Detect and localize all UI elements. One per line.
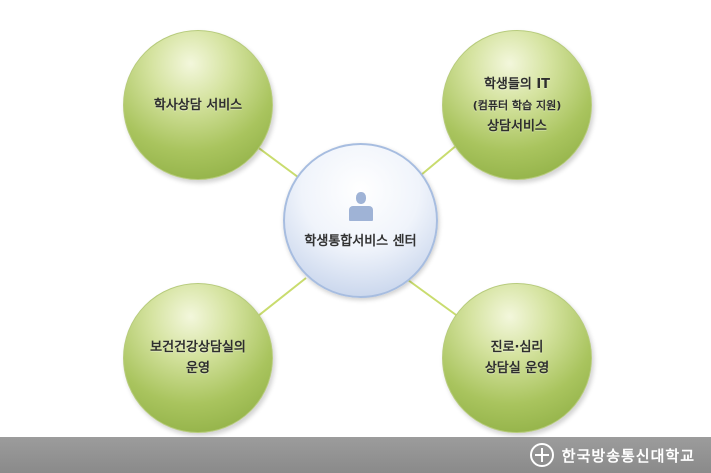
footer-bar: 한국방송통신대학교 [0, 437, 711, 473]
university-name: 한국방송통신대학교 [561, 446, 695, 465]
node-label-line: (컴퓨터 학습 지원) [472, 98, 562, 112]
node-label-line: 상담서비스 [487, 118, 547, 134]
person-icon [348, 192, 373, 222]
node-label-line: 진로·심리 [490, 340, 544, 355]
center-label: 학생통합서비스 센터 [304, 234, 417, 249]
university-logo: 한국방송통신대학교 [529, 443, 695, 467]
node-career-counseling: 진로·심리 상담실 운영 [442, 283, 592, 433]
connector-bottom-right [407, 279, 464, 321]
node-it-counseling: 학생들의 IT (컴퓨터 학습 지원) 상담서비스 [442, 30, 592, 180]
center-node: 학생통합서비스 센터 [283, 143, 438, 298]
connector-bottom-left [252, 277, 307, 321]
node-health-counseling: 보건건강상담실의 운영 [123, 283, 273, 433]
diagram-stage: 학생통합서비스 센터 학사상담 서비스 학생들의 IT (컴퓨터 학습 지원) … [123, 30, 592, 433]
node-label-line: 상담실 운영 [484, 361, 550, 376]
node-label-line: 학사상담 서비스 [153, 97, 243, 113]
node-label-line: 학생들의 IT [483, 76, 551, 92]
node-academic-counseling: 학사상담 서비스 [123, 30, 273, 180]
university-emblem-icon [529, 443, 554, 467]
node-label-line: 운영 [186, 361, 210, 376]
node-label-line: 보건건강상담실의 [150, 340, 246, 355]
